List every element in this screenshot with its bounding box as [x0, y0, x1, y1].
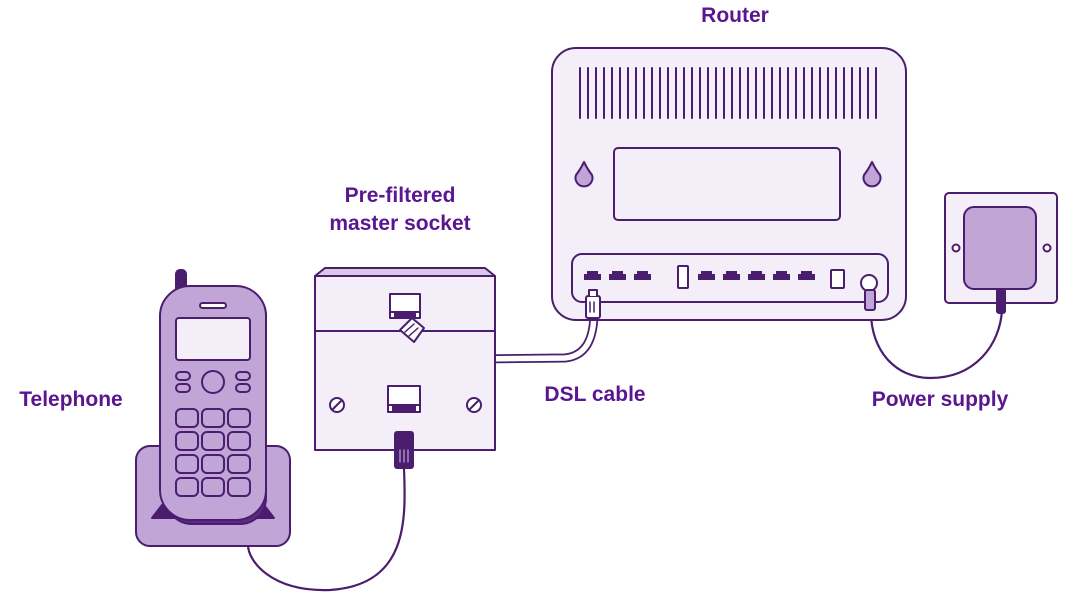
telephone-screen — [175, 317, 251, 361]
master-socket-label-line1: Pre-filtered — [344, 184, 456, 207]
telephone-keypad — [175, 408, 251, 497]
master-socket-icon — [314, 267, 496, 469]
power-cable-icon — [869, 308, 1004, 380]
dsl-cable-label: DSL cable — [544, 383, 646, 406]
power-socket-icon — [944, 192, 1058, 314]
power-supply-label: Power supply — [871, 388, 1009, 411]
router-label: Router — [701, 4, 769, 27]
keyhole-right-icon — [862, 161, 882, 188]
router-power-button — [830, 269, 845, 289]
telephone-earpiece — [199, 302, 227, 309]
telephone-icon — [135, 269, 291, 547]
power-plug-icon — [864, 289, 876, 311]
router-display-panel — [613, 147, 841, 221]
socket-lower-port — [387, 385, 421, 413]
phone-cable-icon — [246, 466, 406, 592]
router-dsl-ports — [584, 271, 651, 280]
master-socket-label: Pre-filtered master socket — [295, 182, 505, 238]
master-socket-label-line2: master socket — [329, 212, 471, 235]
socket-dsl-plug-icon — [399, 317, 425, 343]
router-switch — [677, 265, 689, 289]
socket-upper-port — [389, 293, 421, 319]
screw-left-icon — [329, 397, 345, 413]
telephone-label: Telephone — [19, 388, 123, 411]
router-vents — [579, 67, 877, 119]
screw-right-icon — [466, 397, 482, 413]
router-lan-ports — [698, 271, 815, 280]
keyhole-left-icon — [574, 161, 594, 188]
power-adapter — [963, 206, 1037, 290]
telephone-nav-button — [201, 370, 225, 394]
dsl-plug-icon — [585, 289, 601, 319]
router-power-input — [860, 274, 878, 292]
router-icon — [551, 47, 907, 321]
socket-phone-plug-icon — [394, 431, 414, 469]
